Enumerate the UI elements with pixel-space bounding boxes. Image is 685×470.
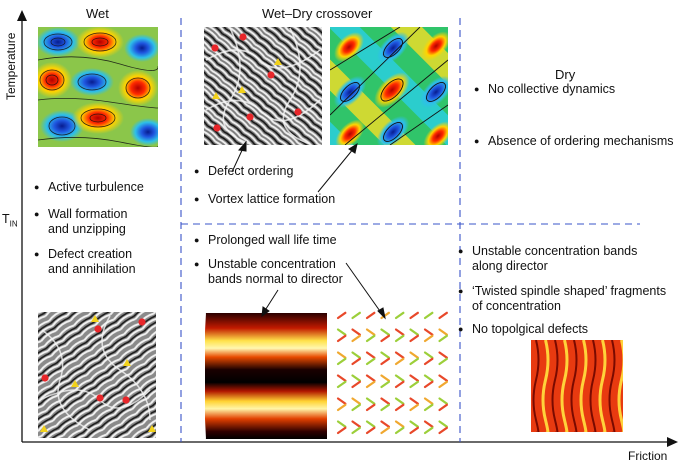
x-axis-label: Friction: [628, 449, 668, 463]
director-arrows-image: [333, 311, 451, 439]
wet-bullet-defect-creation: Defect creation: [34, 247, 132, 262]
crossover-bullet-prolonged-wall: Prolonged wall life time: [194, 233, 337, 248]
concentration-bands-image: [202, 312, 327, 440]
dry-bullet-absence-ordering: Absence of ordering mechanisms: [474, 134, 674, 149]
crossover-director-field-image: [204, 27, 322, 145]
wet-bullet-wall-formation: Wall formation: [34, 207, 127, 222]
wet-bullet-wall-formation-cont: and unzipping: [48, 222, 126, 236]
threshold-label: TIN: [2, 212, 18, 229]
crossover-bullet-defect-ordering: Defect ordering: [194, 164, 293, 179]
crossover-bullet-unstable-bands-cont: bands normal to director: [208, 272, 343, 286]
dry-bullet-no-collective: No collective dynamics: [474, 82, 615, 97]
crossover-title: Wet–Dry crossover: [262, 6, 373, 21]
wet-bullet-defect-creation-cont: and annihilation: [48, 262, 136, 276]
wet-bullet-active-turbulence: Active turbulence: [34, 180, 144, 195]
y-axis-arrow: [17, 10, 27, 21]
x-axis-arrow: [667, 437, 678, 447]
dry-bullet-unstable-bands: Unstable concentration bands: [458, 244, 637, 259]
y-axis-label: Temperature: [4, 32, 18, 100]
dry-title: Dry: [555, 67, 576, 82]
vortex-lattice-image: [330, 27, 448, 145]
wet-director-field-image: [38, 312, 156, 438]
dry-bullet-twisted-spindle: ‘Twisted spindle shaped’ fragments: [458, 284, 666, 299]
spindle-fragments-image: [531, 340, 623, 432]
wet-title: Wet: [86, 6, 109, 21]
dry-bullet-twisted-spindle-cont: of concentration: [472, 299, 561, 313]
dry-bullet-unstable-bands-cont: along director: [472, 259, 548, 273]
callout-arrows: [231, 140, 386, 320]
crossover-bullet-unstable-bands: Unstable concentration: [194, 257, 336, 272]
wet-vorticity-image: [38, 27, 158, 147]
dry-bullet-no-defects: No topolgical defects: [458, 322, 588, 337]
crossover-bullet-vortex-lattice: Vortex lattice formation: [194, 192, 335, 207]
wet-defects: [40, 315, 156, 432]
